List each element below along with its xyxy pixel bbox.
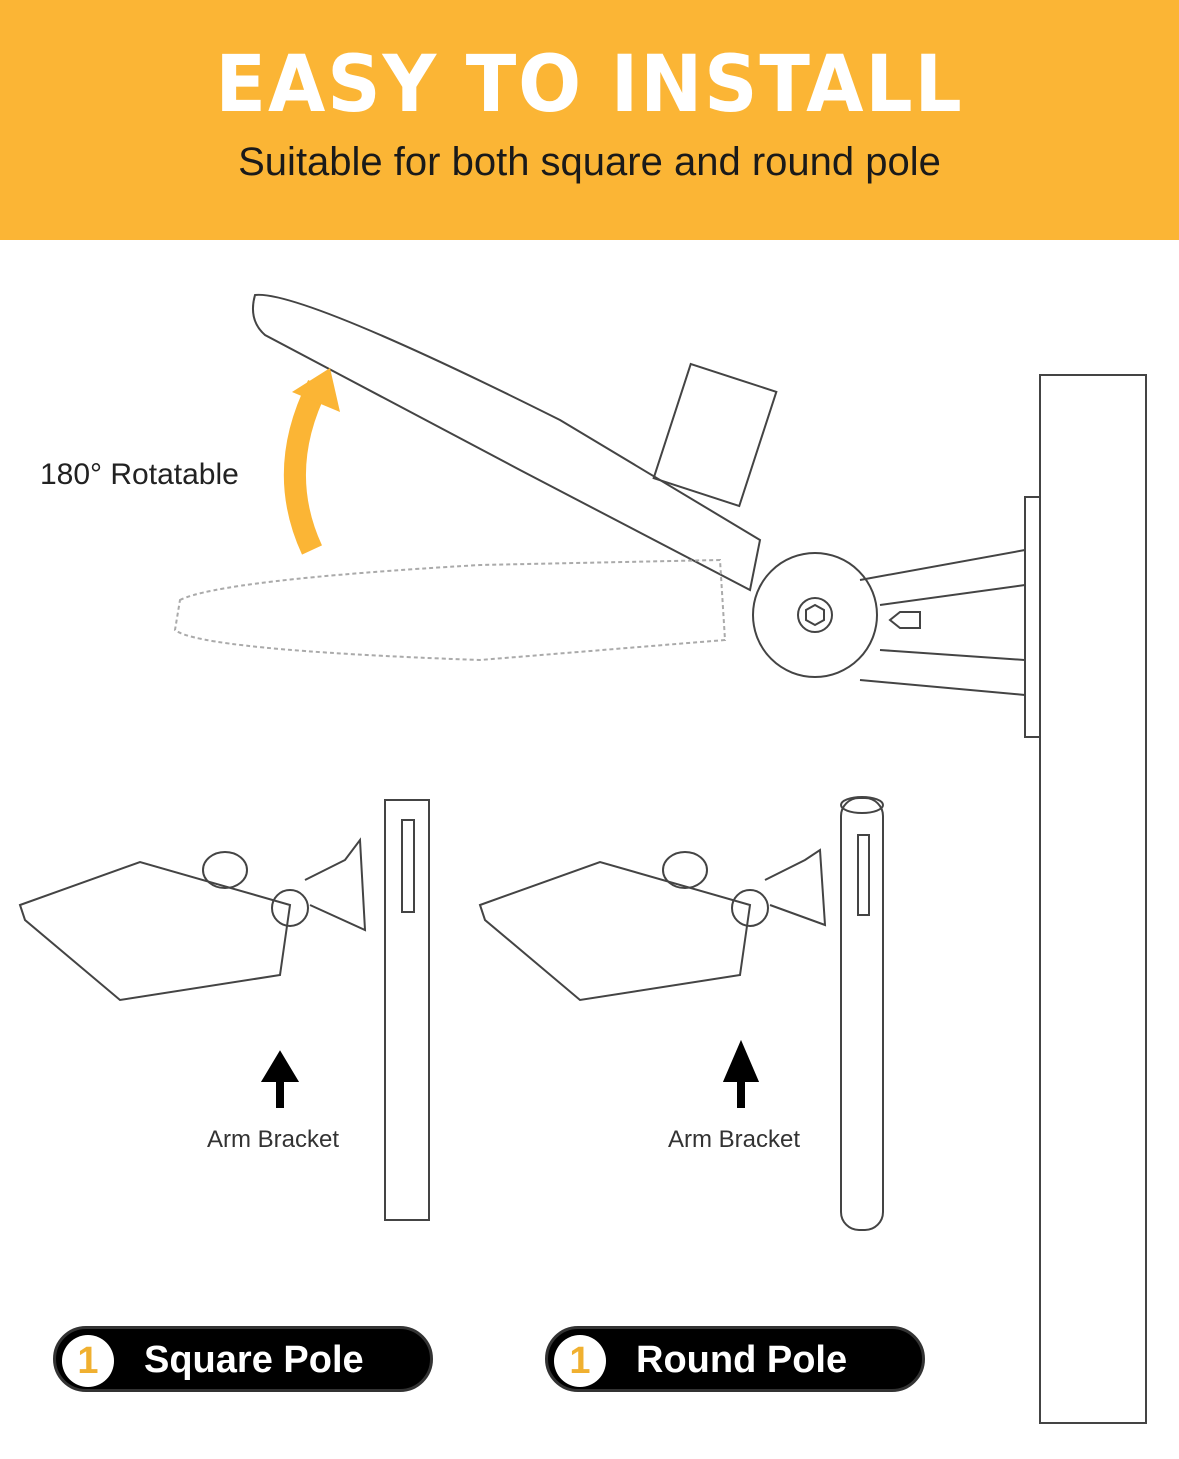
rotation-arrow-icon [283,380,328,555]
fixture-lowered [173,558,727,662]
large-pole [1039,374,1147,1424]
fixture-square-pole [18,837,367,1002]
arrow-indicator [888,611,921,629]
round-pole [840,797,884,1231]
photocell [652,362,778,508]
mounting-plate [1024,496,1041,738]
arm-bracket-label: Arm Bracket [207,1126,340,1153]
badge-label: Square Pole [144,1339,364,1381]
arm-bracket-label: Arm Bracket [668,1126,801,1153]
up-arrow-icon [260,1050,300,1108]
page-title: EASY TO INSTALL [215,40,964,130]
page-subtitle: Suitable for both square and round pole [238,140,941,184]
header-banner: EASY TO INSTALL Suitable for both square… [0,0,1179,240]
round-pole-badge: 1 Round Pole [545,1326,925,1392]
fixture-round-pole [478,848,827,1002]
up-arrow-icon [722,1039,760,1108]
rotation-label: 180° Rotatable [40,458,239,491]
step-number: 1 [62,1335,114,1387]
rotation-dial [752,552,878,678]
square-pole [384,799,430,1221]
fixture-raised [252,293,762,592]
step-number: 1 [554,1335,606,1387]
badge-label: Round Pole [636,1339,848,1381]
arm-bracket [859,548,1026,697]
square-pole-badge: 1 Square Pole [53,1326,433,1392]
